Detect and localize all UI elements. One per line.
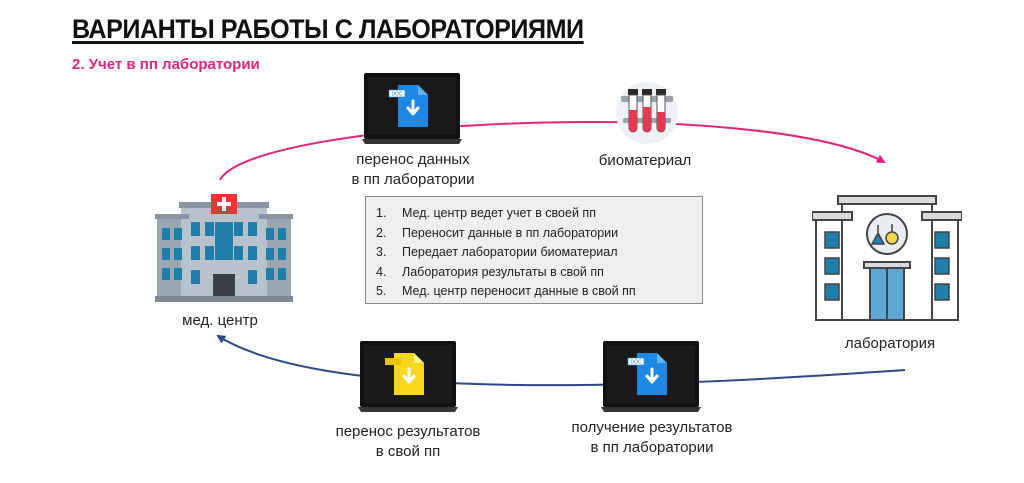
step-number: 1. (376, 204, 402, 224)
step-text: Лаборатория результаты в свой пп (402, 263, 604, 283)
step-item: 1.Мед. центр ведет учет в своей пп (376, 204, 692, 224)
doc-tag: DOC (391, 92, 403, 98)
step-text: Переносит данные в пп лаборатории (402, 224, 618, 244)
step-number: 2. (376, 224, 402, 244)
results-receive-label-line2: в пп лаборатории (556, 438, 748, 458)
step-item: 5.Мед. центр переносит данные в свой пп (376, 282, 692, 302)
results-transfer-label-line2: в свой пп (318, 442, 498, 462)
step-item: 3.Передает лаборатории биоматериал (376, 243, 692, 263)
test-tubes-icon (611, 80, 683, 146)
step-number: 4. (376, 263, 402, 283)
steps-list: 1.Мед. центр ведет учет в своей пп 2.Пер… (365, 196, 703, 304)
data-transfer-laptop: DOC (362, 72, 462, 146)
upper-flow-arrow (220, 122, 884, 180)
doc-tag: DOC (630, 360, 642, 366)
results-receive-laptop: DOC (601, 340, 701, 414)
hospital-icon (155, 192, 293, 304)
med-center-label: мед. центр (150, 311, 290, 331)
data-transfer-label-line2: в пп лаборатории (330, 170, 496, 190)
step-item: 2.Переносит данные в пп лаборатории (376, 224, 692, 244)
step-text: Передает лаборатории биоматериал (402, 243, 618, 263)
laboratory-label: лаборатория (815, 334, 965, 354)
lower-flow-arrow (218, 336, 905, 385)
step-text: Мед. центр ведет учет в своей пп (402, 204, 596, 224)
results-transfer-label-line1: перенос результатов (318, 422, 498, 442)
results-transfer-laptop (358, 340, 458, 414)
data-transfer-label: перенос данных в пп лаборатории (330, 150, 496, 190)
step-item: 4.Лаборатория результаты в свой пп (376, 263, 692, 283)
results-receive-label-line1: получение результатов (556, 418, 748, 438)
biomaterial-label: биоматериал (575, 151, 715, 171)
results-transfer-label: перенос результатов в свой пп (318, 422, 498, 462)
step-text: Мед. центр переносит данные в свой пп (402, 282, 636, 302)
step-number: 5. (376, 282, 402, 302)
results-receive-label: получение результатов в пп лаборатории (556, 418, 748, 458)
step-number: 3. (376, 243, 402, 263)
data-transfer-label-line1: перенос данных (330, 150, 496, 170)
laboratory-icon (812, 192, 962, 324)
